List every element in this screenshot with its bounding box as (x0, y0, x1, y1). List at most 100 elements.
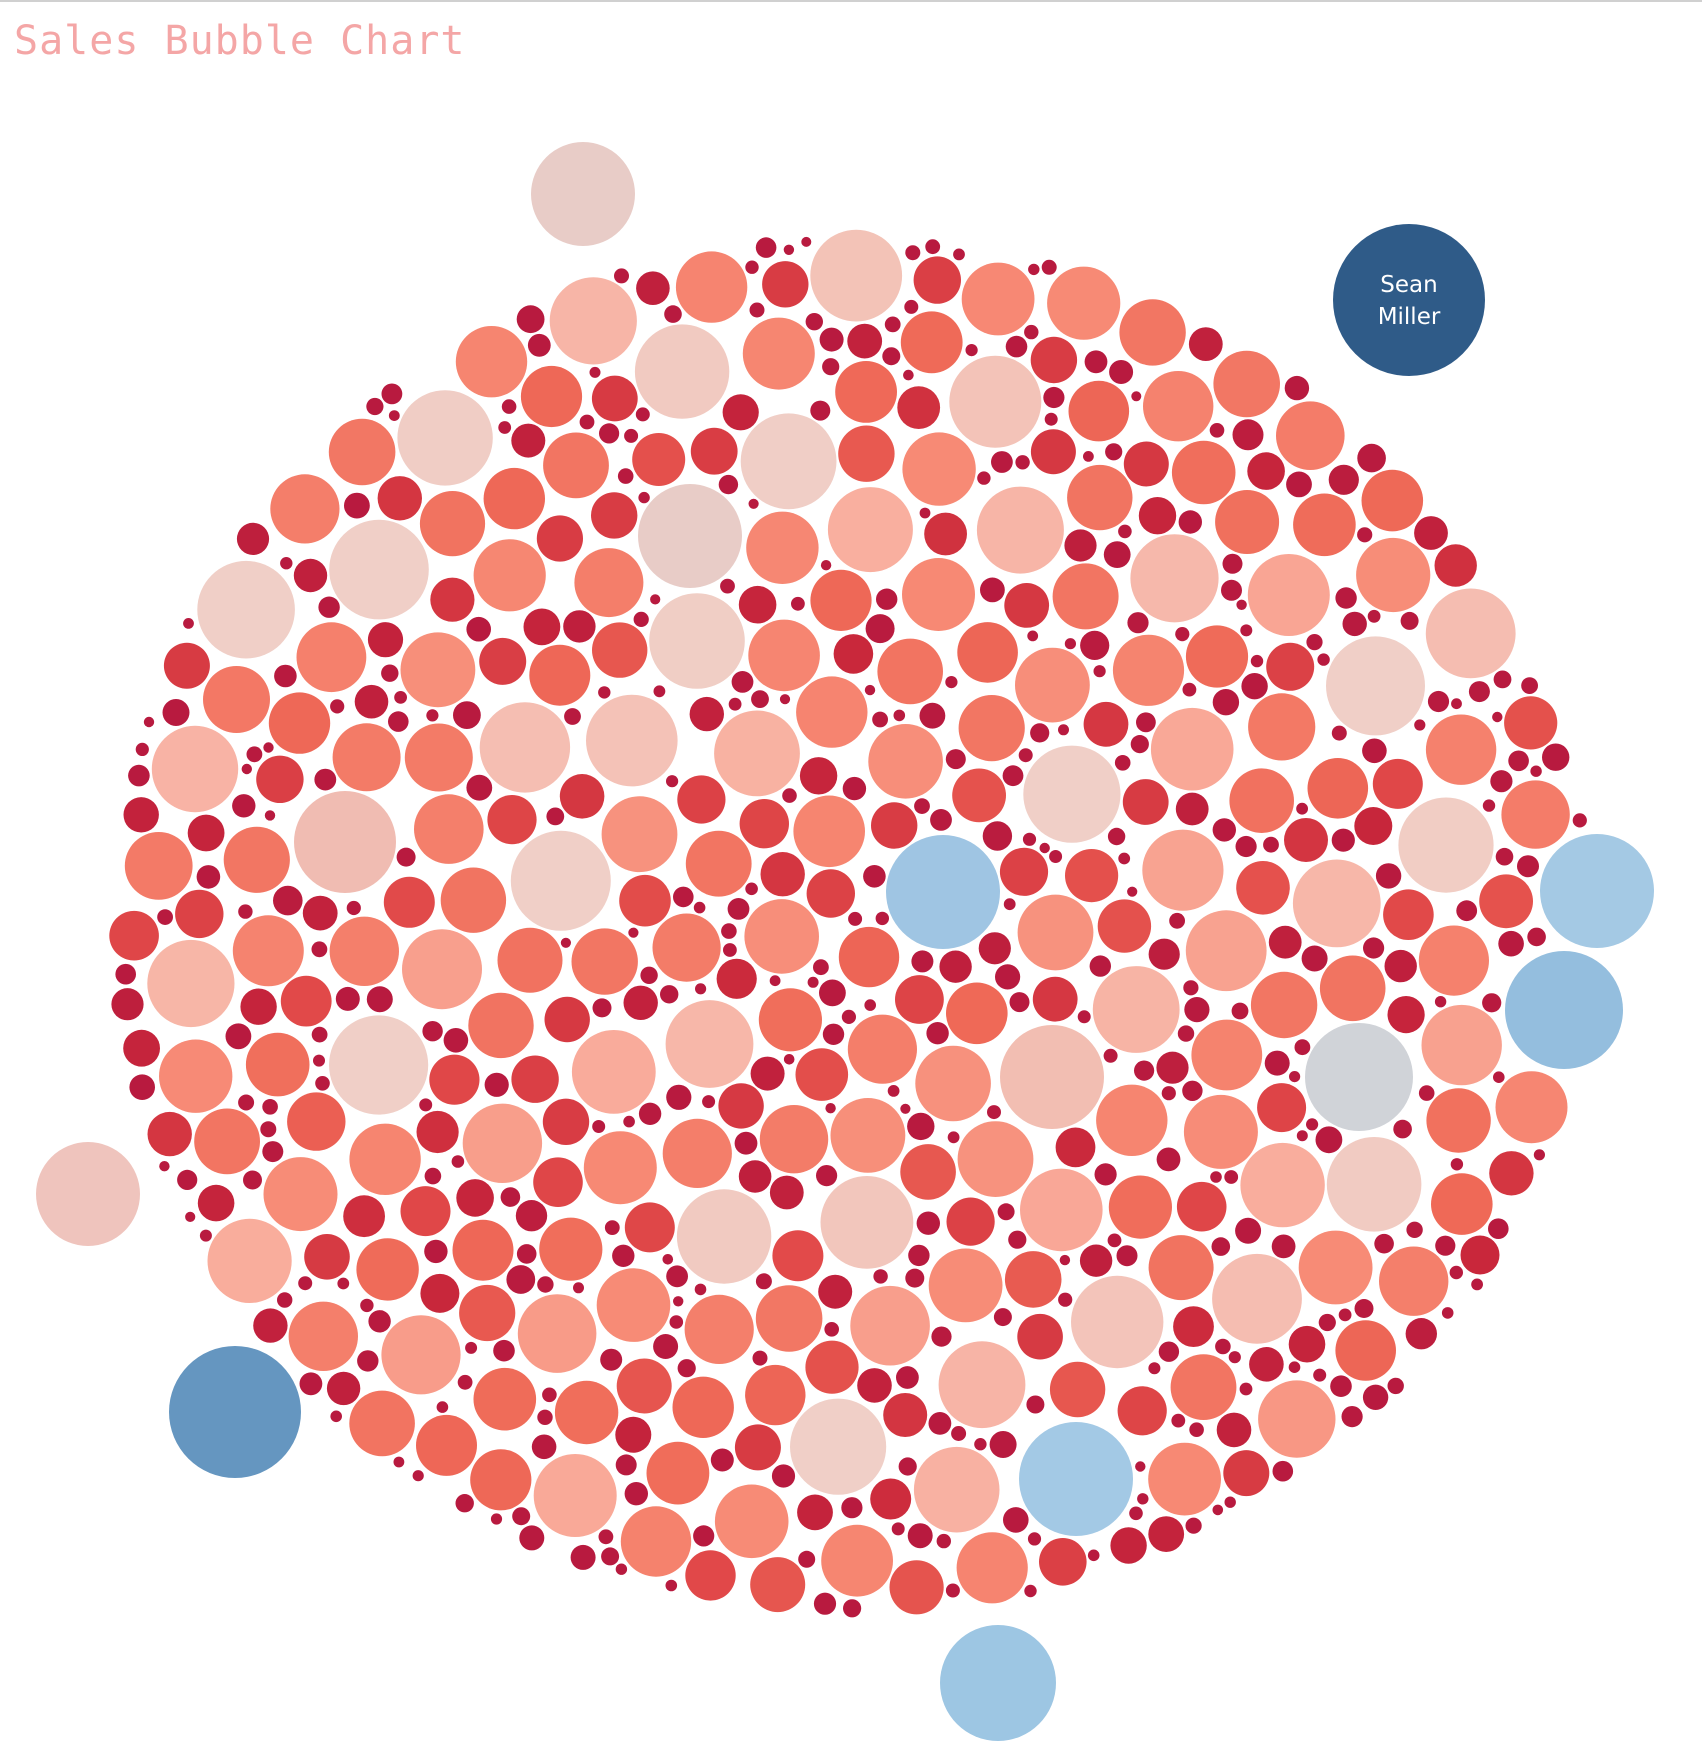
bubble[interactable] (669, 1315, 684, 1329)
bubble[interactable] (388, 410, 400, 421)
bubble[interactable] (554, 1380, 619, 1445)
bubble[interactable] (952, 768, 1006, 823)
bubble[interactable] (1084, 350, 1108, 374)
bubble[interactable] (982, 821, 1013, 851)
bubble[interactable] (1105, 443, 1123, 461)
bubble[interactable] (833, 634, 874, 674)
bubble[interactable] (388, 711, 409, 732)
bubble[interactable] (738, 1160, 772, 1193)
bubble[interactable] (813, 959, 829, 976)
bubble[interactable] (806, 869, 855, 918)
bubble[interactable] (638, 1102, 662, 1126)
bubble[interactable] (995, 964, 1021, 990)
bubble[interactable] (1431, 1173, 1493, 1235)
bubble[interactable] (591, 375, 638, 422)
bubble[interactable] (487, 795, 537, 845)
bubble[interactable] (755, 1273, 772, 1290)
bubble[interactable] (394, 691, 407, 704)
bubble[interactable] (795, 1048, 849, 1101)
bubble[interactable] (1175, 792, 1209, 826)
bubble[interactable] (769, 1175, 804, 1210)
bubble[interactable] (1156, 1147, 1181, 1172)
bubble[interactable] (716, 958, 757, 999)
bubble[interactable] (1489, 1151, 1534, 1196)
bubble[interactable] (1398, 797, 1494, 893)
bubble[interactable] (1235, 835, 1257, 858)
bubble[interactable] (1103, 541, 1131, 568)
bubble[interactable] (586, 694, 678, 787)
bubble[interactable] (857, 1368, 892, 1403)
bubble[interactable] (805, 313, 823, 331)
bubble[interactable] (1079, 1244, 1113, 1277)
bubble[interactable] (620, 1506, 692, 1577)
bubble[interactable] (453, 701, 481, 729)
bubble[interactable] (1017, 894, 1094, 971)
bubble[interactable] (843, 1599, 862, 1618)
bubble[interactable] (232, 794, 256, 818)
bubble[interactable] (818, 1274, 853, 1309)
bubble[interactable] (1083, 701, 1129, 747)
bubble[interactable] (1094, 1163, 1117, 1186)
bubble[interactable] (798, 1550, 816, 1568)
bubble[interactable] (1276, 401, 1345, 471)
bubble[interactable] (598, 1529, 614, 1545)
bubble[interactable] (762, 261, 809, 308)
bubble[interactable] (1374, 1233, 1394, 1254)
bubble[interactable] (592, 622, 648, 678)
bubble[interactable] (356, 1238, 419, 1301)
bubble[interactable] (897, 386, 941, 429)
bubble[interactable] (109, 910, 159, 961)
bubble[interactable] (615, 1563, 628, 1575)
bubble[interactable] (542, 1098, 590, 1146)
bubble[interactable] (1044, 412, 1058, 426)
bubble[interactable] (419, 490, 486, 557)
bubble[interactable] (1109, 360, 1134, 384)
bubble[interactable] (1236, 861, 1290, 915)
bubble[interactable] (928, 1412, 952, 1435)
bubble[interactable] (751, 690, 769, 708)
bubble[interactable] (1189, 1422, 1204, 1437)
bubble[interactable] (1232, 419, 1264, 451)
bubble[interactable] (1185, 1517, 1202, 1534)
bubble[interactable] (1148, 1362, 1161, 1375)
bubble[interactable] (694, 1283, 707, 1296)
bubble[interactable] (783, 244, 795, 255)
bubble[interactable] (876, 588, 898, 610)
bubble[interactable] (147, 1111, 192, 1157)
bubble[interactable] (949, 355, 1042, 448)
bubble[interactable] (734, 1424, 781, 1471)
bubble[interactable] (1020, 1168, 1103, 1252)
bubble[interactable] (1492, 711, 1503, 723)
bubble[interactable] (1212, 818, 1237, 842)
bubble[interactable] (484, 1072, 509, 1097)
bubble[interactable] (649, 593, 745, 689)
bubble[interactable] (947, 1131, 960, 1144)
bubble[interactable] (749, 302, 765, 318)
bubble[interactable] (816, 1165, 838, 1187)
bubble[interactable] (1284, 375, 1310, 401)
bubble[interactable] (36, 1142, 140, 1246)
bubble[interactable] (1039, 842, 1050, 854)
bubble[interactable] (650, 594, 661, 605)
bubble[interactable] (1047, 266, 1121, 340)
bubble[interactable] (1142, 829, 1224, 911)
bubble[interactable] (886, 835, 1000, 949)
bubble[interactable] (801, 236, 812, 247)
bubble[interactable] (1341, 1406, 1363, 1428)
bubble[interactable] (511, 423, 546, 458)
bubble[interactable] (746, 511, 819, 584)
bubble[interactable] (913, 1446, 1000, 1533)
bubble[interactable] (302, 895, 338, 931)
bubble[interactable] (1250, 971, 1318, 1039)
bubble[interactable] (443, 1028, 469, 1053)
bubble[interactable] (882, 347, 901, 366)
bubble[interactable] (1182, 682, 1197, 697)
bubble[interactable] (1421, 1004, 1502, 1086)
bubble[interactable] (1136, 712, 1156, 733)
bubble[interactable] (1175, 627, 1190, 642)
bubble[interactable] (519, 1525, 545, 1551)
bubble[interactable] (902, 432, 976, 506)
bubble[interactable] (412, 1470, 424, 1482)
bubble[interactable] (1212, 1253, 1302, 1344)
bubble[interactable] (1130, 735, 1149, 754)
